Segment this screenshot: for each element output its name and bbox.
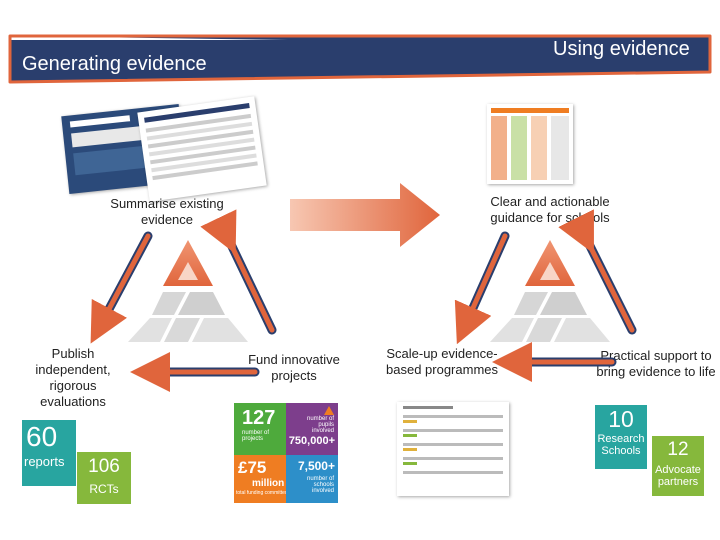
impact-pupils-number: 750,000+ (288, 435, 335, 447)
impact-funding-label: total funding committed (236, 490, 288, 496)
stat-rcts-number: 106 (88, 456, 120, 477)
stat-advocate-partners-tile: 12 Advocate partners (652, 436, 704, 496)
cycle-arrow-icon (90, 209, 277, 392)
label-publish-evaluations: Publish independent, rigorous evaluation… (35, 346, 111, 409)
impact-funding-sub: million (252, 478, 285, 489)
label-scale-up: Scale-up evidence-based programmes (386, 346, 498, 377)
pyramid-logo-icon (128, 240, 248, 342)
banner (8, 34, 712, 84)
stat-rcts-tile: 106 RCTs (77, 452, 131, 504)
impact-schools: 7,500+ number of schools involved (286, 455, 338, 503)
stat-rcts-label: RCTs (89, 482, 119, 496)
banner-right-title: Using evidence (553, 38, 690, 60)
pyramid-logo-icon (490, 240, 610, 342)
stat-reports-label: reports (24, 454, 65, 469)
cycle-arrow-icon (454, 209, 637, 382)
banner-left-title: Generating evidence (22, 53, 207, 75)
impact-funding-number: £75 (238, 458, 267, 477)
stat-reports-number: 60 (26, 421, 58, 452)
impact-pupils-label: number of pupils involved (306, 416, 334, 434)
programme-list-screenshot (397, 402, 509, 496)
label-summarise-evidence: Summarise existing evidence (110, 196, 224, 227)
impact-projects-label: number of projects (242, 430, 270, 442)
guidance-report-thumbnail (487, 104, 573, 184)
impact-pupils: number of pupils involved 750,000+ (286, 403, 338, 455)
impact-projects-number: 127 (242, 407, 276, 429)
stat-research-schools-label: Research Schools (597, 433, 645, 457)
stat-reports-tile: 60 reports (22, 420, 76, 486)
stat-research-schools-tile: 10 Research Schools (595, 405, 647, 469)
label-fund-projects: Fund innovative projects (248, 352, 340, 383)
impact-funding: £75 million total funding committed (234, 455, 288, 503)
impact-schools-label: number of schools involved (306, 476, 334, 494)
stat-advocate-partners-label: Advocate partners (655, 464, 701, 488)
stat-advocate-partners-number: 12 (667, 439, 689, 460)
forward-arrow-icon (290, 183, 440, 247)
label-practical-support: Practical support to bring evidence to l… (596, 348, 716, 379)
pyramid-logo-icon (324, 406, 334, 415)
impact-tile: 127 number of projects number of pupils … (234, 403, 338, 503)
stat-research-schools-number: 10 (608, 406, 634, 432)
impact-projects: 127 number of projects (234, 403, 286, 455)
impact-schools-number: 7,500+ (297, 459, 335, 473)
